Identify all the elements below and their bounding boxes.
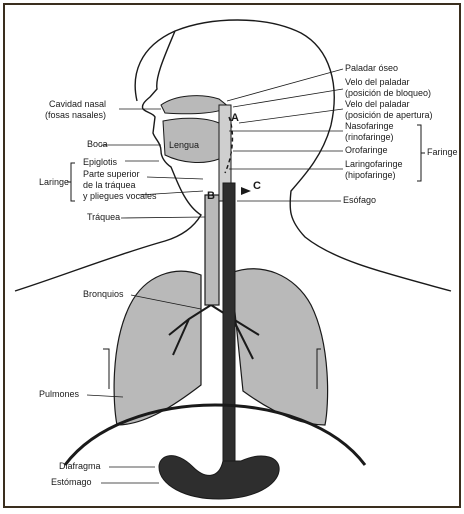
label-epiglotis: Epiglotis (83, 157, 118, 167)
label-traquea: Tráquea (87, 212, 121, 222)
face-outline (14, 30, 202, 292)
diagram-frame: Cavidad nasal (fosas nasales) Boca Lengu… (3, 3, 461, 508)
esophagus (222, 182, 236, 466)
label-estomago: Estómago (51, 477, 92, 487)
label-pulmones: Pulmones (39, 389, 80, 399)
pulmones-bracket-right (316, 348, 321, 389)
label-cavidad-nasal: Cavidad nasal (fosas nasales) (45, 99, 107, 120)
label-nasofaringe: Nasofaringe (rinofaringe) (345, 121, 394, 142)
bronchi (168, 304, 260, 360)
marker-b: B (207, 190, 215, 202)
soft-palate-dashed (224, 116, 234, 174)
diaphragm (63, 403, 367, 466)
label-bronquios: Bronquios (83, 289, 124, 299)
label-faringe: Faringe (427, 147, 458, 157)
label-parte-superior: Parte superior de la tráquea y pliegues … (83, 169, 157, 201)
faringe-bracket (417, 124, 425, 182)
right-lung (113, 270, 202, 426)
label-velo-bloqueo: Velo del paladar (posición de bloqueo) (345, 77, 432, 98)
label-laringofaringe: Laringofaringe (hipofaringe) (345, 159, 403, 180)
body-outline (134, 19, 452, 292)
pulmones-bracket (103, 348, 110, 389)
label-laringe: Laringe (39, 177, 70, 187)
label-paladar-oseo: Paladar óseo (345, 63, 399, 73)
label-esofago: Esófago (343, 195, 377, 205)
marker-a: A (231, 112, 239, 124)
label-orofaringe: Orofaringe (345, 145, 388, 155)
label-lengua: Lengua (169, 140, 200, 150)
marker-c: C (253, 180, 261, 192)
laringe-bracket (67, 162, 75, 202)
label-diafragma: Diafragma (59, 461, 101, 471)
label-boca: Boca (87, 139, 108, 149)
label-velo-apertura: Velo del paladar (posición de apertura) (345, 99, 433, 120)
stomach (158, 455, 280, 500)
trachea (204, 194, 220, 306)
left-lung (230, 268, 329, 426)
respiratory-diagram (14, 19, 452, 500)
arrow-c (241, 187, 251, 195)
leader-lines (86, 68, 344, 484)
